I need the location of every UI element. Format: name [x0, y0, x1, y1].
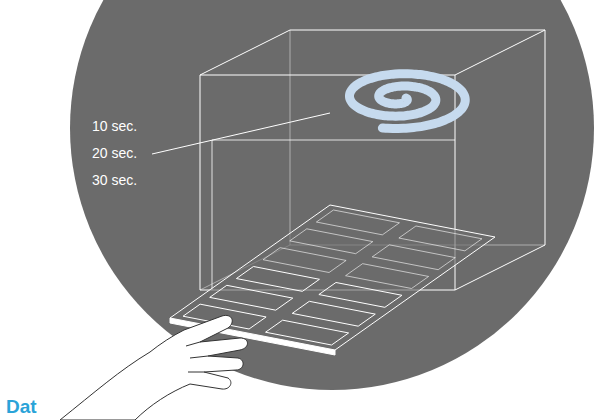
- finger-lines: [186, 342, 208, 372]
- time-label: 30 sec.: [92, 172, 137, 189]
- backdrop-circle: [70, 0, 594, 390]
- section-heading: Dat: [6, 396, 37, 418]
- mosquito-coil: [349, 74, 465, 129]
- time-label: 20 sec.: [92, 145, 137, 162]
- hand: [60, 315, 248, 420]
- time-label: 10 sec.: [92, 118, 137, 135]
- leader-line: [152, 113, 330, 154]
